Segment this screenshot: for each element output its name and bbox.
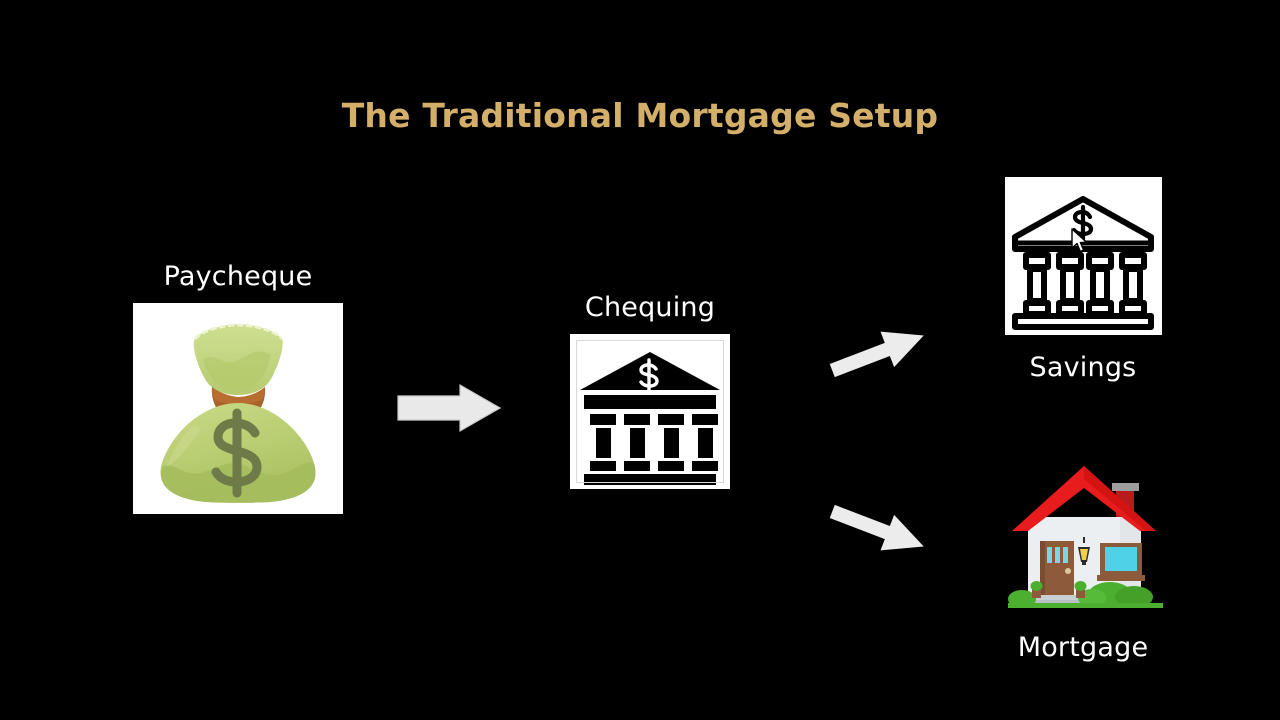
bank-solid-icon — [580, 352, 720, 485]
bank-outline-icon — [1012, 196, 1154, 330]
mortgage-label: Mortgage — [1017, 632, 1149, 663]
arrow-chequing-to-mortgage — [826, 498, 930, 560]
paycheque-label: Paycheque — [163, 261, 313, 292]
page-title: The Traditional Mortgage Setup — [341, 96, 939, 135]
paycheque-image-plate — [133, 303, 343, 514]
savings-label: Savings — [1029, 352, 1137, 383]
chequing-label: Chequing — [584, 292, 716, 323]
savings-image-plate — [1005, 177, 1162, 335]
dollar-sign-glyph — [211, 408, 262, 498]
arrow-chequing-to-savings — [826, 322, 930, 384]
mortgage-image — [1008, 455, 1163, 615]
chequing-image-plate — [570, 334, 730, 489]
money-bag-icon — [160, 323, 316, 503]
house-icon — [1008, 466, 1163, 608]
arrow-paycheque-to-chequing — [396, 383, 502, 433]
